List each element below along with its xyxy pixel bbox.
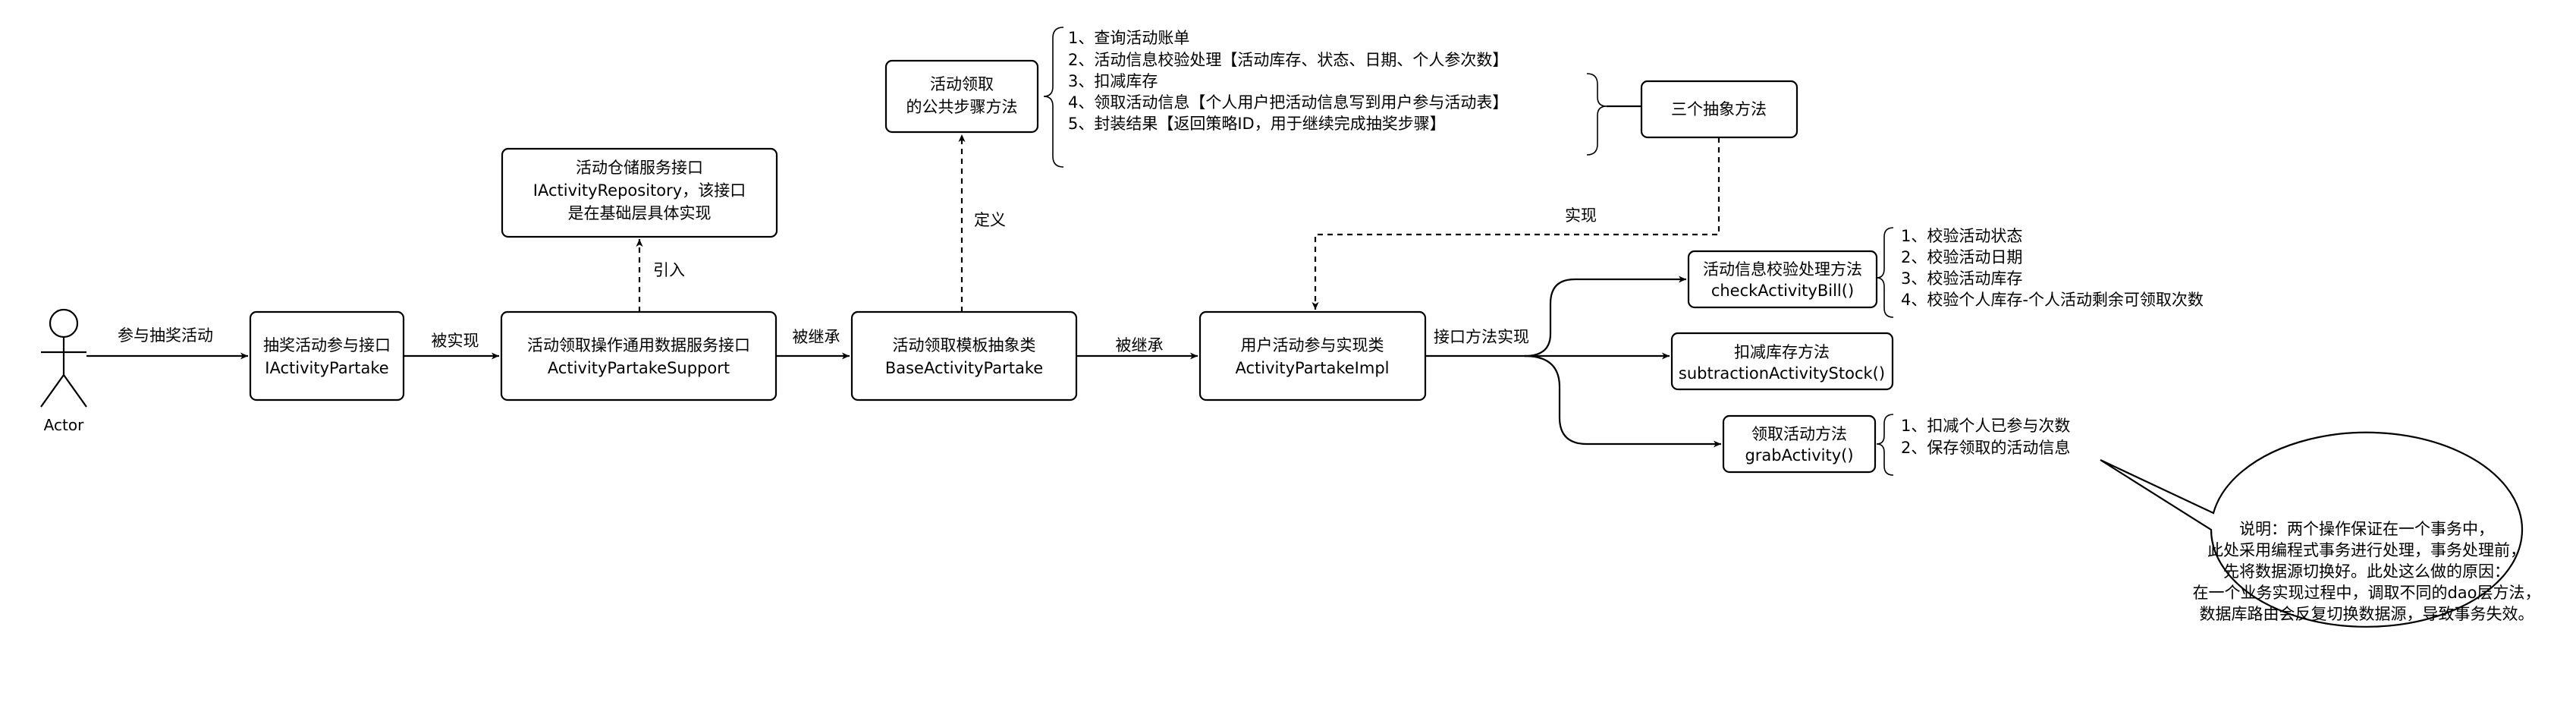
edge-label-inherited-2: 被继承 — [1116, 336, 1164, 354]
edge-abstract-methods-to-impl — [1312, 137, 1720, 310]
actor-figure — [40, 308, 87, 408]
note-line: 在一个业务实现过程中，调取不同的dao层方法， — [2192, 584, 2540, 602]
note-line: 先将数据源切换好。此处这么做的原因： — [2223, 562, 2510, 581]
box-activity-partake-impl: 用户活动参与实现类 ActivityPartakeImpl — [1198, 310, 1427, 402]
list-grab-items: 1、扣减个人已参与次数 2、保存领取的活动信息 — [1901, 417, 2070, 457]
edge-impl-to-check — [1425, 276, 1686, 357]
list-check-items: 1、校验活动状态 2、校验活动日期 3、校验活动库存 4、校验个人库存-个人活动… — [1901, 227, 2204, 309]
edge-impl-to-grab — [1524, 354, 1721, 448]
box-three-abstract-methods: 三个抽象方法 — [1640, 80, 1798, 139]
grab-item: 2、保存领取的活动信息 — [1901, 439, 2070, 457]
note-bubble — [2100, 431, 2524, 628]
check-item: 1、校验活动状态 — [1901, 227, 2022, 245]
edge-label-introduce: 引入 — [653, 261, 685, 279]
box-common-steps: 活动领取 的公共步骤方法 — [884, 59, 1039, 134]
box-subtract-method: subtractionActivityStock() — [1679, 364, 1885, 383]
step-item: 5、封装结果【返回策略ID，用于继续完成抽奖步骤】 — [1068, 115, 1446, 133]
box-check-method: checkActivityBill() — [1711, 282, 1854, 300]
box-common-steps-line2: 的公共步骤方法 — [906, 98, 1018, 116]
brace-grab-method — [1876, 414, 1894, 476]
step-item: 4、领取活动信息【个人用户把活动信息写到用户参与活动表】 — [1068, 93, 1508, 112]
step-item: 1、查询活动账单 — [1068, 29, 1189, 47]
actor-label: Actor — [44, 416, 84, 434]
box-activity-repository: 活动仓储服务接口 IActivityRepository，该接口 是在基础层具体… — [501, 147, 778, 238]
box-check-title: 活动信息校验处理方法 — [1703, 260, 1862, 279]
box-iactivity-partake-title: 抽奖活动参与接口 — [263, 336, 391, 354]
check-item: 3、校验活动库存 — [1901, 269, 2022, 288]
edge-label-join-draw: 参与抽奖活动 — [118, 326, 213, 345]
brace-common-steps — [1043, 27, 1064, 168]
brace-check-method — [1876, 227, 1894, 318]
step-item: 2、活动信息校验处理【活动库存、状态、日期、个人参次数】 — [1068, 51, 1508, 69]
box-three-methods-label: 三个抽象方法 — [1671, 100, 1767, 118]
box-common-steps-line1: 活动领取 — [930, 75, 994, 93]
step-item: 3、扣减库存 — [1068, 72, 1158, 90]
edge-label-interface-impl: 接口方法实现 — [1434, 328, 1529, 346]
box-repository-title: 活动仓储服务接口 — [576, 159, 703, 177]
box-subtraction-activity-stock: 扣减库存方法 subtractionActivityStock() — [1670, 332, 1894, 391]
note-line: 此处采用编程式事务进行处理，事务处理前， — [2207, 541, 2526, 559]
box-iactivity-partake-class: IActivityPartake — [265, 359, 388, 377]
box-repository-desc2: 是在基础层具体实现 — [568, 204, 712, 222]
box-support-title: 活动领取操作通用数据服务接口 — [527, 336, 750, 354]
note-text: 说明：两个操作保证在一个事务中， 此处采用编程式事务进行处理，事务处理前， 先将… — [2192, 520, 2540, 623]
box-activity-partake-support: 活动领取操作通用数据服务接口 ActivityPartakeSupport — [500, 310, 778, 402]
box-check-activity-bill: 活动信息校验处理方法 checkActivityBill() — [1687, 250, 1878, 309]
note-line: 数据库路由会反复切换数据源，导致事务失效。 — [2200, 605, 2534, 623]
box-grab-activity: 领取活动方法 grabActivity() — [1722, 414, 1877, 474]
box-impl-title: 用户活动参与实现类 — [1241, 336, 1384, 354]
check-item: 2、校验活动日期 — [1901, 248, 2022, 266]
list-common-steps: 1、查询活动账单 2、活动信息校验处理【活动库存、状态、日期、个人参次数】 3、… — [1068, 29, 1508, 133]
check-item: 4、校验个人库存-个人活动剩余可领取次数 — [1901, 291, 2204, 309]
edge-label-implement: 实现 — [1565, 206, 1597, 225]
box-base-class: BaseActivityPartake — [885, 359, 1043, 377]
box-iactivity-partake: 抽奖活动参与接口 IActivityPartake — [249, 310, 405, 402]
brace-three-methods — [1586, 73, 1607, 156]
box-grab-title: 领取活动方法 — [1751, 425, 1847, 443]
edge-label-implemented: 被实现 — [432, 332, 479, 350]
box-base-activity-partake: 活动领取模板抽象类 BaseActivityPartake — [850, 310, 1078, 402]
edge-label-define: 定义 — [974, 211, 1006, 229]
grab-item: 1、扣减个人已参与次数 — [1901, 417, 2070, 435]
note-line: 说明：两个操作保证在一个事务中， — [2239, 520, 2494, 538]
box-grab-method: grabActivity() — [1745, 446, 1853, 464]
box-base-title: 活动领取模板抽象类 — [893, 336, 1036, 354]
box-support-class: ActivityPartakeSupport — [548, 359, 730, 377]
box-repository-desc1: IActivityRepository，该接口 — [533, 181, 746, 200]
box-subtract-title: 扣减库存方法 — [1734, 343, 1830, 361]
box-impl-class: ActivityPartakeImpl — [1235, 359, 1389, 377]
edge-label-inherited-1: 被继承 — [793, 328, 840, 346]
